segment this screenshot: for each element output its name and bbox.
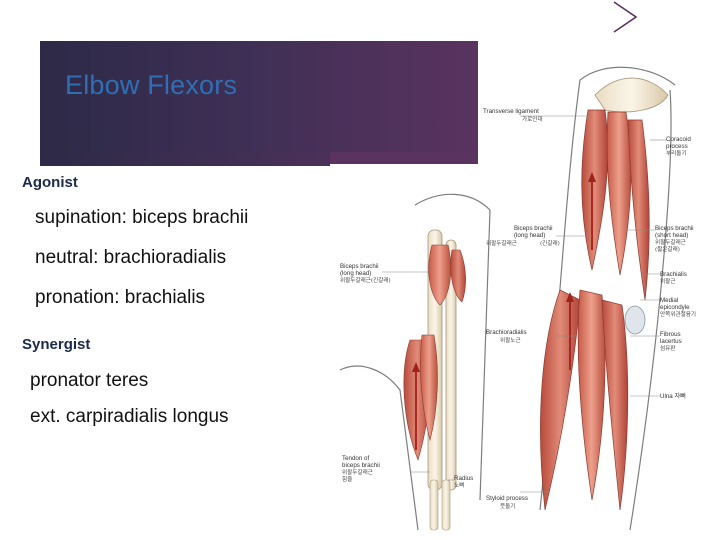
svg-text:(짧은갈래): (짧은갈래) bbox=[655, 245, 680, 253]
title-band-left bbox=[40, 152, 330, 166]
synergist-item-pronator-teres: pronator teres bbox=[30, 370, 149, 391]
svg-text:biceps brachii: biceps brachii bbox=[342, 462, 380, 469]
anatomy-figure: Transverse ligament 가로인대 Coracoid proces… bbox=[339, 66, 696, 531]
svg-text:epicondyle: epicondyle bbox=[660, 304, 690, 311]
agonist-item-pronation: pronation: brachialis bbox=[35, 287, 206, 308]
agonist-item-supination: supination: biceps brachii bbox=[35, 207, 249, 228]
synergist-item-ext-carpi: ext. carpiradialis longus bbox=[30, 406, 229, 427]
svg-text:위팔노근: 위팔노근 bbox=[500, 336, 521, 344]
svg-text:힘줄: 힘줄 bbox=[342, 475, 352, 483]
svg-text:(긴갈래): (긴갈래) bbox=[540, 239, 560, 247]
svg-text:Biceps brachii: Biceps brachii bbox=[655, 225, 694, 232]
svg-text:섬유판: 섬유판 bbox=[660, 344, 675, 352]
svg-text:(long head): (long head) bbox=[340, 270, 371, 277]
svg-text:노뼈: 노뼈 bbox=[454, 481, 464, 489]
title-band bbox=[40, 41, 478, 152]
agonist-item-neutral: neutral: brachioradialis bbox=[35, 247, 227, 268]
synergist-heading: Synergist bbox=[22, 336, 91, 353]
svg-text:Tendon of: Tendon of bbox=[342, 455, 369, 462]
svg-text:Fibrous: Fibrous bbox=[660, 331, 681, 338]
svg-text:Ulna 자뼈: Ulna 자뼈 bbox=[660, 392, 686, 400]
svg-text:Medial: Medial bbox=[660, 297, 678, 304]
svg-text:부리돌기: 부리돌기 bbox=[666, 149, 687, 157]
svg-text:위팔두갈래근: 위팔두갈래근 bbox=[655, 238, 686, 246]
svg-text:위팔근: 위팔근 bbox=[660, 277, 675, 285]
figure-labels: Transverse ligament 가로인대 Coracoid proces… bbox=[340, 108, 696, 510]
svg-text:lacertus: lacertus bbox=[660, 338, 682, 345]
svg-text:Styloid process: Styloid process bbox=[486, 495, 528, 502]
svg-text:Brachioradialis: Brachioradialis bbox=[486, 329, 527, 336]
svg-text:Radius: Radius bbox=[454, 475, 473, 482]
svg-text:Transverse ligament: Transverse ligament bbox=[483, 108, 539, 115]
svg-text:Biceps brachii: Biceps brachii bbox=[514, 225, 553, 232]
svg-text:위팔두갈래근: 위팔두갈래근 bbox=[486, 239, 517, 247]
svg-text:(long head): (long head) bbox=[514, 232, 545, 239]
svg-text:(short head): (short head) bbox=[655, 232, 688, 239]
right-arm-illustration bbox=[540, 77, 669, 511]
svg-text:Biceps brachii: Biceps brachii bbox=[340, 263, 379, 270]
svg-text:위팔두갈래근(긴갈래): 위팔두갈래근(긴갈래) bbox=[340, 276, 391, 284]
agonist-heading: Agonist bbox=[22, 174, 78, 191]
svg-text:위팔두갈래근: 위팔두갈래근 bbox=[342, 468, 373, 476]
leader-lines bbox=[382, 115, 666, 493]
middle-arm-illustration bbox=[403, 229, 466, 531]
slide-title: Elbow Flexors bbox=[65, 70, 238, 100]
svg-text:Coracoid: Coracoid bbox=[666, 136, 691, 143]
corner-plus-icon bbox=[613, 1, 638, 33]
svg-text:가로인대: 가로인대 bbox=[522, 115, 543, 123]
svg-text:안쪽위관절융기: 안쪽위관절융기 bbox=[660, 310, 696, 318]
svg-text:Brachialis: Brachialis bbox=[660, 271, 687, 278]
svg-text:붓돌기: 붓돌기 bbox=[500, 502, 515, 510]
svg-text:process: process bbox=[666, 143, 688, 150]
arm-outline bbox=[339, 66, 676, 531]
title-band-right bbox=[330, 152, 478, 164]
